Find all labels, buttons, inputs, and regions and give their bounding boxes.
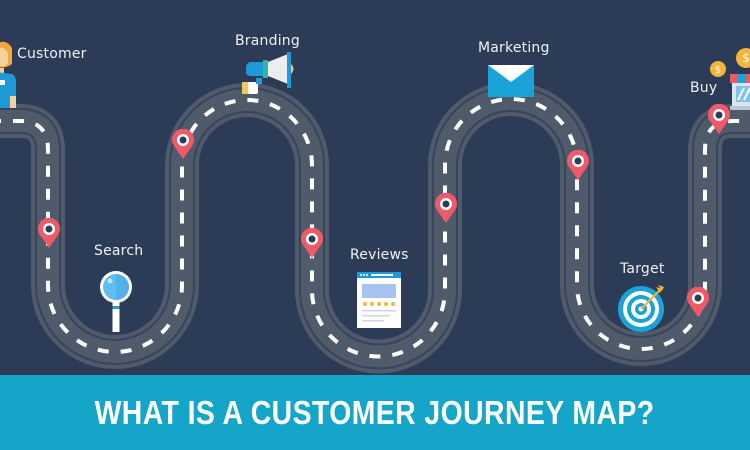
title-banner: WHAT IS A CUSTOMER JOURNEY MAP? bbox=[0, 375, 750, 450]
target-icon bbox=[618, 283, 668, 333]
svg-text:$: $ bbox=[742, 51, 750, 65]
location-pin-icon bbox=[566, 149, 590, 180]
magnifier-icon bbox=[98, 270, 134, 334]
stage-label-marketing: Marketing bbox=[478, 40, 550, 56]
review-page-icon bbox=[357, 272, 401, 328]
stage-label-branding: Branding bbox=[235, 33, 300, 49]
road-path bbox=[0, 82, 750, 374]
journey-map-stage: Customer Search Branding Reviews bbox=[0, 33, 750, 374]
stage-label-reviews: Reviews bbox=[350, 247, 409, 263]
coin-icon: $ bbox=[710, 61, 726, 77]
svg-text:$: $ bbox=[715, 65, 721, 76]
page-title: WHAT IS A CUSTOMER JOURNEY MAP? bbox=[95, 393, 655, 431]
store-icon bbox=[730, 72, 750, 110]
customer-icon bbox=[0, 40, 20, 110]
stage-label-buy: Buy bbox=[690, 80, 718, 96]
megaphone-icon bbox=[238, 52, 298, 98]
location-pin-icon bbox=[686, 286, 710, 317]
location-pin-icon bbox=[37, 217, 61, 248]
envelope-icon bbox=[488, 65, 534, 97]
coin-icon: $ bbox=[736, 48, 750, 68]
location-pin-icon bbox=[171, 128, 195, 159]
stage-label-search: Search bbox=[94, 243, 144, 259]
location-pin-icon bbox=[300, 227, 324, 258]
location-pin-icon bbox=[707, 103, 731, 134]
stage-label-target: Target bbox=[620, 261, 665, 277]
stage-label-customer: Customer bbox=[17, 46, 87, 62]
location-pin-icon bbox=[434, 192, 458, 223]
